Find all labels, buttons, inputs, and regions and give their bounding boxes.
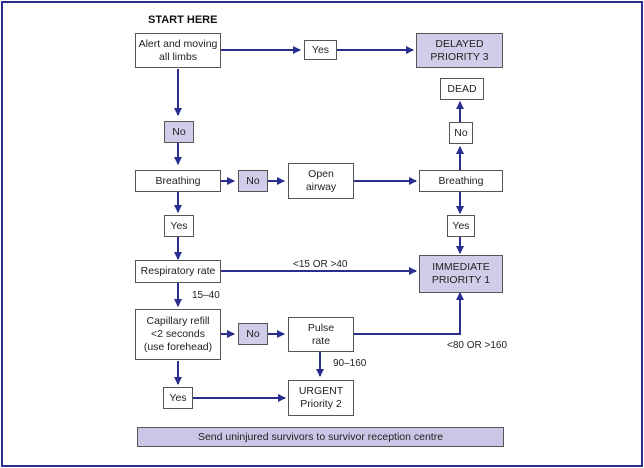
node-urgent-priority: URGENT Priority 2 [288,380,354,416]
node-no-left: No [164,121,194,143]
edge-label-resp-normal: 15–40 [192,290,220,301]
node-capillary-refill: Capillary refill <2 seconds (use forehea… [135,309,221,360]
node-yes-bottom: Yes [163,387,193,409]
node-pulse-rate: Pulse rate [288,317,354,352]
edge-pulse-immediate [354,292,464,335]
node-no-cap: No [238,323,268,345]
node-yes-left: Yes [164,215,194,237]
node-breathing-right: Breathing [419,170,503,192]
edge-label-pulse-normal: 90–160 [333,358,367,369]
footer-reception-note: Send uninjured survivors to survivor rec… [137,427,504,447]
node-dead: DEAD [440,78,484,100]
node-immediate-priority: IMMEDIATE PRIORITY 1 [419,255,503,293]
node-yes-right: Yes [447,215,475,237]
edge-label-resp-high: <15 OR >40 [293,259,348,270]
node-delayed-priority: DELAYED PRIORITY 3 [416,33,503,68]
node-respiratory-rate: Respiratory rate [135,260,221,283]
edge-label-pulse-abnormal: <80 OR >160 [447,340,508,351]
node-no-mid: No [238,170,268,192]
node-open-airway: Open airway [288,163,354,199]
node-yes-top: Yes [304,40,337,60]
node-breathing-left: Breathing [135,170,221,192]
node-alert-moving: Alert and moving all limbs [135,33,221,68]
start-here-label: START HERE [148,14,218,26]
node-no-right: No [449,122,473,144]
